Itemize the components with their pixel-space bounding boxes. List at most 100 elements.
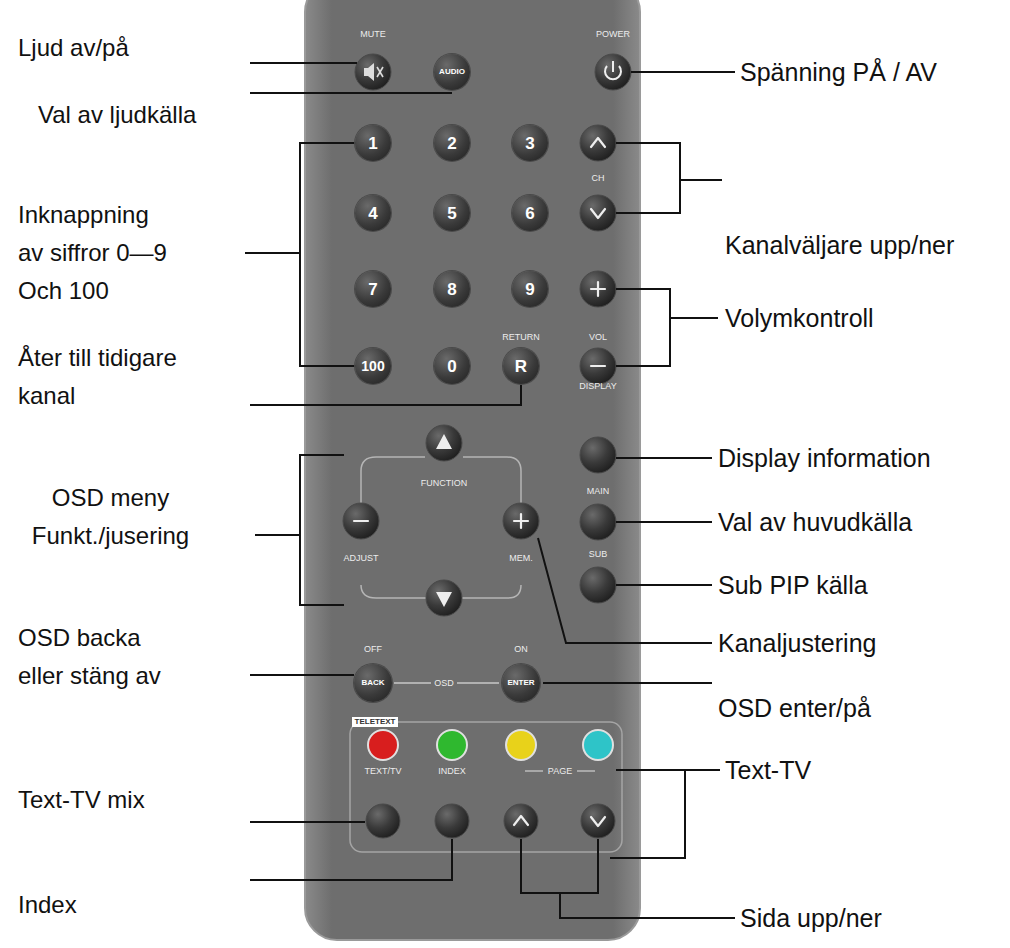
button-symbols [591,209,605,218]
osd-line [457,682,499,684]
button-text: 4 [368,205,377,222]
remote-button: AUDIO [434,54,470,90]
callout-label: Sub PIP källa [718,566,868,604]
dpad-triangles [436,434,452,607]
button-text: 0 [447,358,456,375]
symbol-buttons [435,804,469,838]
button-symbols [591,138,605,147]
button-label: TEXT/TV [364,766,401,777]
callout-label: Val av ljudkälla [38,96,196,134]
button-symbols [597,282,599,296]
button-label: INDEX [438,766,466,777]
button-symbols [514,816,528,825]
button-label: DISPLAY [579,381,616,392]
callout-label: OSD enter/på [718,689,871,727]
leader-lines [560,893,735,918]
button-label: SUB [589,549,608,560]
symbol-buttons [581,804,615,838]
leader-lines [616,289,670,366]
teletext-colour-buttons [583,730,613,760]
button-text: BACK [361,679,384,687]
leader-lines [250,62,357,64]
leader-lines [680,179,722,181]
leader-lines [250,92,452,94]
button-label: POWER [596,29,630,40]
button-label: ADJUST [343,553,378,564]
dpad-outline [361,585,426,598]
callout-label: OSD backa eller stäng av [18,619,178,695]
leader-lines [300,455,344,605]
callout-label: Index [18,886,77,924]
callout-label: Text-TV [725,751,811,789]
leader-lines [255,534,300,536]
button-label: PAGE [548,766,572,777]
button-label: CH [592,173,605,184]
button-text: 1 [368,135,377,152]
teletext-colour-buttons [506,730,536,760]
button-symbols [354,520,368,522]
teletext-colour-buttons [437,730,467,760]
button-text: 2 [447,135,456,152]
osd-line [394,682,431,684]
remote-button: 0 [434,348,470,384]
mute-icon [364,63,374,81]
remote-button: R [503,348,539,384]
button-text: 9 [525,281,534,298]
leader-lines [250,839,452,880]
leader-lines [670,317,718,319]
mute-icon [377,67,383,77]
leader-lines [543,682,712,684]
button-symbols [591,365,605,367]
callout-label: Volymkontroll [725,299,874,337]
leader-lines [538,538,712,643]
mute-icon [377,67,383,77]
leader-lines [685,769,720,771]
symbol-buttons [580,348,616,384]
leader-lines [521,839,598,893]
remote-button: 2 [434,125,470,161]
symbol-buttons [580,125,616,161]
button-text: 6 [525,205,534,222]
remote-button: 7 [355,271,391,307]
button-text: R [515,358,527,375]
remote-button: 5 [434,195,470,231]
remote-body [305,0,640,940]
button-label: TELETEXT [352,717,399,727]
leader-lines [250,821,365,823]
dpad-outline [462,585,521,598]
callout-label: Kanalväljare upp/ner [725,226,954,264]
button-label: RETURN [502,332,540,343]
button-label: MAIN [587,486,610,497]
leader-lines [245,63,735,918]
leader-lines [250,385,521,405]
dpad-triangles [436,592,452,607]
callout-label: Ljud av/på [18,29,129,67]
leader-lines [250,674,354,676]
symbol-buttons [580,195,616,231]
leader-lines [245,252,300,254]
callout-label: Kanaljustering [718,624,876,662]
callout-label: Val av huvudkälla [718,503,912,541]
symbol-buttons [426,425,462,461]
symbol-buttons [503,503,539,539]
symbol-buttons [366,804,400,838]
button-label: OFF [364,644,382,655]
symbol-buttons [504,804,538,838]
symbol-buttons [595,54,631,90]
button-text: 7 [368,281,377,298]
callout-label: Inknappning av siffror 0—9 Och 100 [18,196,180,310]
dpad-triangles [436,434,452,449]
callout-label: Display information [718,439,931,477]
symbol-buttons [355,54,391,90]
symbol-buttons [580,437,616,473]
callout-label: Text-TV mix [18,781,145,819]
power-icon [605,61,621,79]
remote-button: 3 [512,125,548,161]
remote-button: ENTER [502,664,540,702]
button-text: 5 [447,205,456,222]
leader-lines [616,521,712,523]
dpad-outline [463,457,521,503]
button-label: FUNCTION [421,478,468,489]
symbol-buttons [580,567,616,603]
